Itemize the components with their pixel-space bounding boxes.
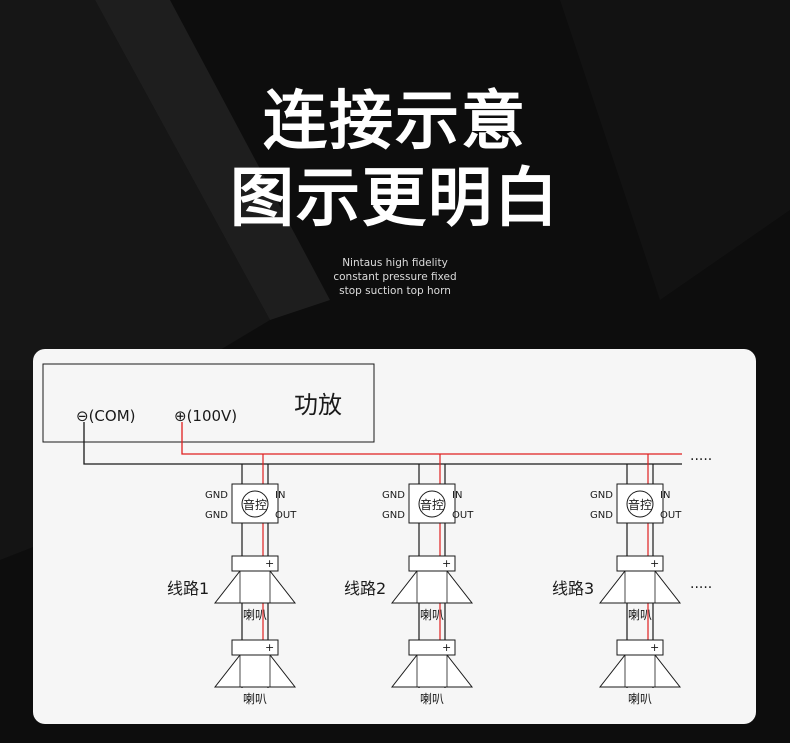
bus-continuation-dots: ····· [690, 452, 712, 468]
speaker-plus-sign: + [442, 641, 451, 654]
speaker-cone [213, 654, 297, 688]
speaker-label: 喇叭 [628, 607, 652, 622]
speaker-cone [390, 570, 474, 604]
out-label: OUT [452, 510, 474, 521]
gnd-out-label: GND [205, 510, 228, 521]
speaker-cone [598, 570, 682, 604]
volume-control-knob [626, 490, 654, 518]
speaker-label: 喇叭 [243, 607, 267, 622]
speaker-cone [598, 654, 682, 688]
volume-control-knob [241, 490, 269, 518]
in-label: IN [275, 490, 285, 501]
speaker-label: 喇叭 [628, 691, 652, 706]
subtitle-line2: constant pressure fixed [333, 271, 457, 283]
com-terminal-label: ⊖(COM) [76, 407, 136, 425]
bg-shape-left [0, 0, 270, 380]
subtitle-line3: stop suction top horn [339, 285, 451, 297]
volume-control-label: 音控 [243, 497, 267, 512]
line-label: 线路1 [167, 579, 209, 598]
speaker-plus-sign: + [442, 557, 451, 570]
speaker-label: 喇叭 [420, 691, 444, 706]
speaker-label: 喇叭 [243, 691, 267, 706]
out-label: OUT [660, 510, 682, 521]
amplifier-box [42, 363, 375, 443]
volume-control-label: 音控 [420, 497, 444, 512]
line-continuation-dots: ····· [690, 580, 712, 596]
v100-bus-wire [181, 422, 682, 455]
subtitle-line1: Nintaus high fidelity [342, 257, 448, 269]
amplifier-label: 功放 [294, 391, 342, 419]
line-label: 线路2 [344, 579, 386, 598]
gnd-out-label: GND [382, 510, 405, 521]
speaker-label: 喇叭 [420, 607, 444, 622]
speaker-cone [390, 654, 474, 688]
volume-control-knob [418, 490, 446, 518]
gnd-in-label: GND [382, 490, 405, 501]
in-label: IN [660, 490, 670, 501]
speaker-plus-sign: + [650, 641, 659, 654]
v100-terminal-label: ⊕(100V) [174, 407, 237, 425]
gnd-in-label: GND [205, 490, 228, 501]
speaker-cone [213, 570, 297, 604]
in-label: IN [452, 490, 462, 501]
gnd-out-label: GND [590, 510, 613, 521]
speaker-plus-sign: + [650, 557, 659, 570]
com-bus-wire [83, 422, 682, 465]
bg-shape-diagonal [95, 0, 330, 320]
speaker-plus-sign: + [265, 641, 274, 654]
volume-control-label: 音控 [628, 497, 652, 512]
page-title-line2: 图示更明白 [230, 162, 560, 236]
gnd-in-label: GND [590, 490, 613, 501]
out-label: OUT [275, 510, 297, 521]
page-title-line1: 连接示意 [263, 85, 527, 159]
bg-shape-right [560, 0, 790, 300]
line-label: 线路3 [552, 579, 594, 598]
speaker-plus-sign: + [265, 557, 274, 570]
